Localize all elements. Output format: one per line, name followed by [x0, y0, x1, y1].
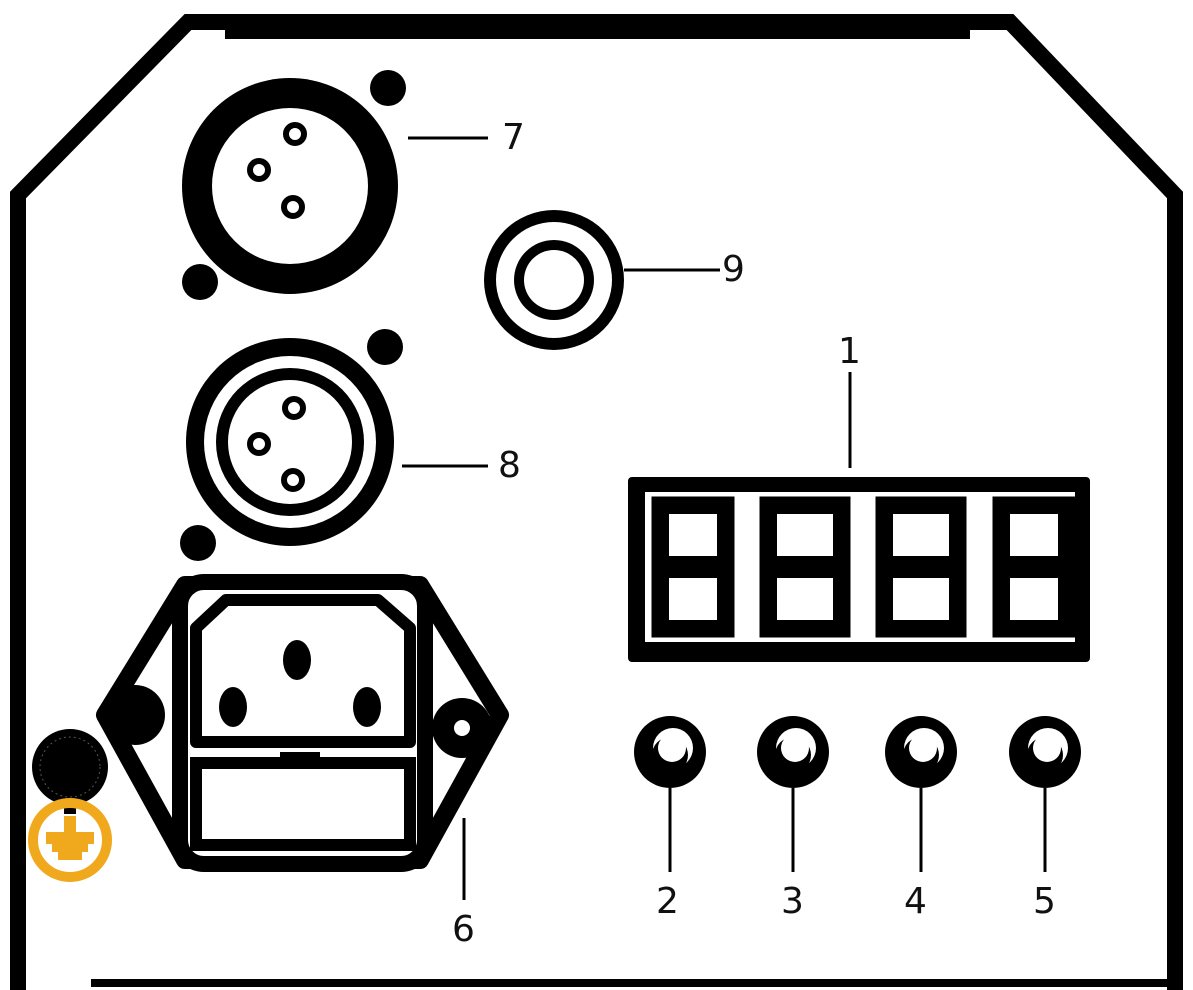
label-xlr-out: 8: [498, 445, 521, 486]
power-socket[interactable]: [96, 574, 509, 872]
housing-outline: [9, 13, 1183, 990]
xlr-in-connector[interactable]: [182, 70, 406, 300]
label-display: 1: [838, 331, 861, 372]
label-button-5: 5: [1033, 881, 1056, 922]
ground-terminal: [28, 729, 112, 882]
xlr-out-connector[interactable]: [180, 329, 403, 561]
button-2[interactable]: [634, 716, 706, 788]
label-aux-jack: 9: [722, 249, 745, 290]
button-5[interactable]: [1009, 716, 1081, 788]
label-button-2: 2: [656, 881, 679, 922]
led-display: [628, 477, 1090, 662]
aux-jack[interactable]: [484, 210, 624, 350]
digit: [651, 496, 1076, 638]
label-button-4: 4: [904, 881, 927, 922]
label-xlr-in: 7: [502, 117, 525, 158]
label-button-3: 3: [781, 881, 804, 922]
label-power-socket: 6: [452, 909, 475, 950]
button-3[interactable]: [757, 716, 829, 788]
button-4[interactable]: [885, 716, 957, 788]
